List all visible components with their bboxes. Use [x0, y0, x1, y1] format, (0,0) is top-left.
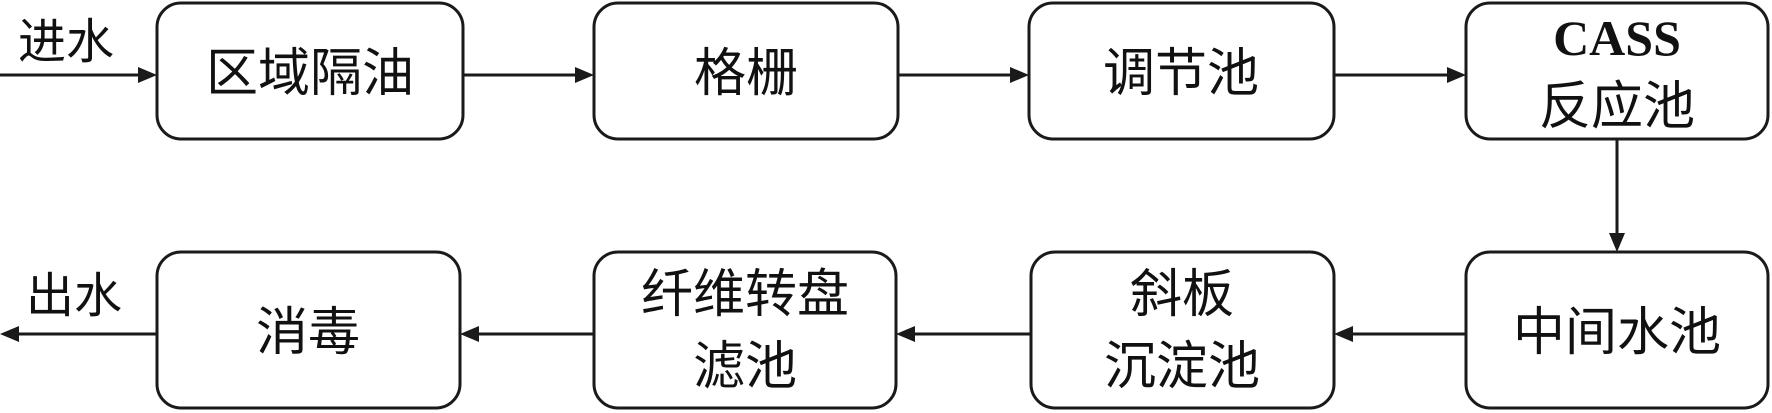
node-box — [592, 250, 898, 410]
arrow-fiber-disc-to-disinfection — [460, 326, 594, 342]
node-label: 消毒 — [256, 303, 360, 363]
arrow-intermediate-tank-to-inclined-plate — [1334, 326, 1466, 342]
node-area-oil-separation: 区域隔油 — [155, 1, 465, 141]
node-grille: 格栅 — [592, 1, 900, 141]
node-label-line1: 斜板 — [1130, 265, 1234, 325]
arrow-grille-to-regulating-tank — [898, 67, 1029, 83]
node-label: 区域隔油 — [206, 44, 414, 104]
node-label-line1: CASS — [1553, 10, 1681, 66]
node-label-line2: 反应池 — [1539, 77, 1695, 137]
node-inclined-plate-sedimentation: 斜板 沉淀池 — [1029, 250, 1336, 410]
node-label: 格栅 — [694, 44, 798, 104]
input-label: 进水 — [18, 14, 114, 70]
node-intermediate-tank: 中间水池 — [1464, 250, 1770, 410]
node-regulating-tank: 调节池 — [1027, 1, 1336, 141]
node-box — [592, 1, 900, 141]
arrow-area-oil-separation-to-grille — [463, 67, 594, 83]
node-label-line2: 沉淀池 — [1104, 337, 1260, 397]
node-fiber-disc-filter: 纤维转盘 滤池 — [592, 250, 898, 410]
output-label: 出水 — [26, 268, 122, 324]
node-label: 中间水池 — [1513, 303, 1721, 363]
node-box — [1027, 1, 1336, 141]
arrow-regulating-tank-to-cass — [1334, 67, 1466, 83]
arrow-input-to-area-oil-separation — [0, 67, 157, 83]
node-cass-reaction-tank: CASS 反应池 — [1464, 1, 1770, 141]
node-label-line2: 滤池 — [693, 337, 797, 397]
node-box — [155, 250, 462, 410]
arrow-disinfection-to-output — [0, 326, 157, 342]
arrow-cass-to-intermediate-tank — [1609, 139, 1625, 252]
node-box — [155, 1, 465, 141]
arrow-inclined-plate-to-fiber-disc — [896, 326, 1031, 342]
node-box — [1029, 250, 1336, 410]
node-label: 调节池 — [1103, 44, 1259, 104]
node-disinfection: 消毒 — [155, 250, 462, 410]
node-label-line1: 纤维转盘 — [641, 265, 849, 325]
